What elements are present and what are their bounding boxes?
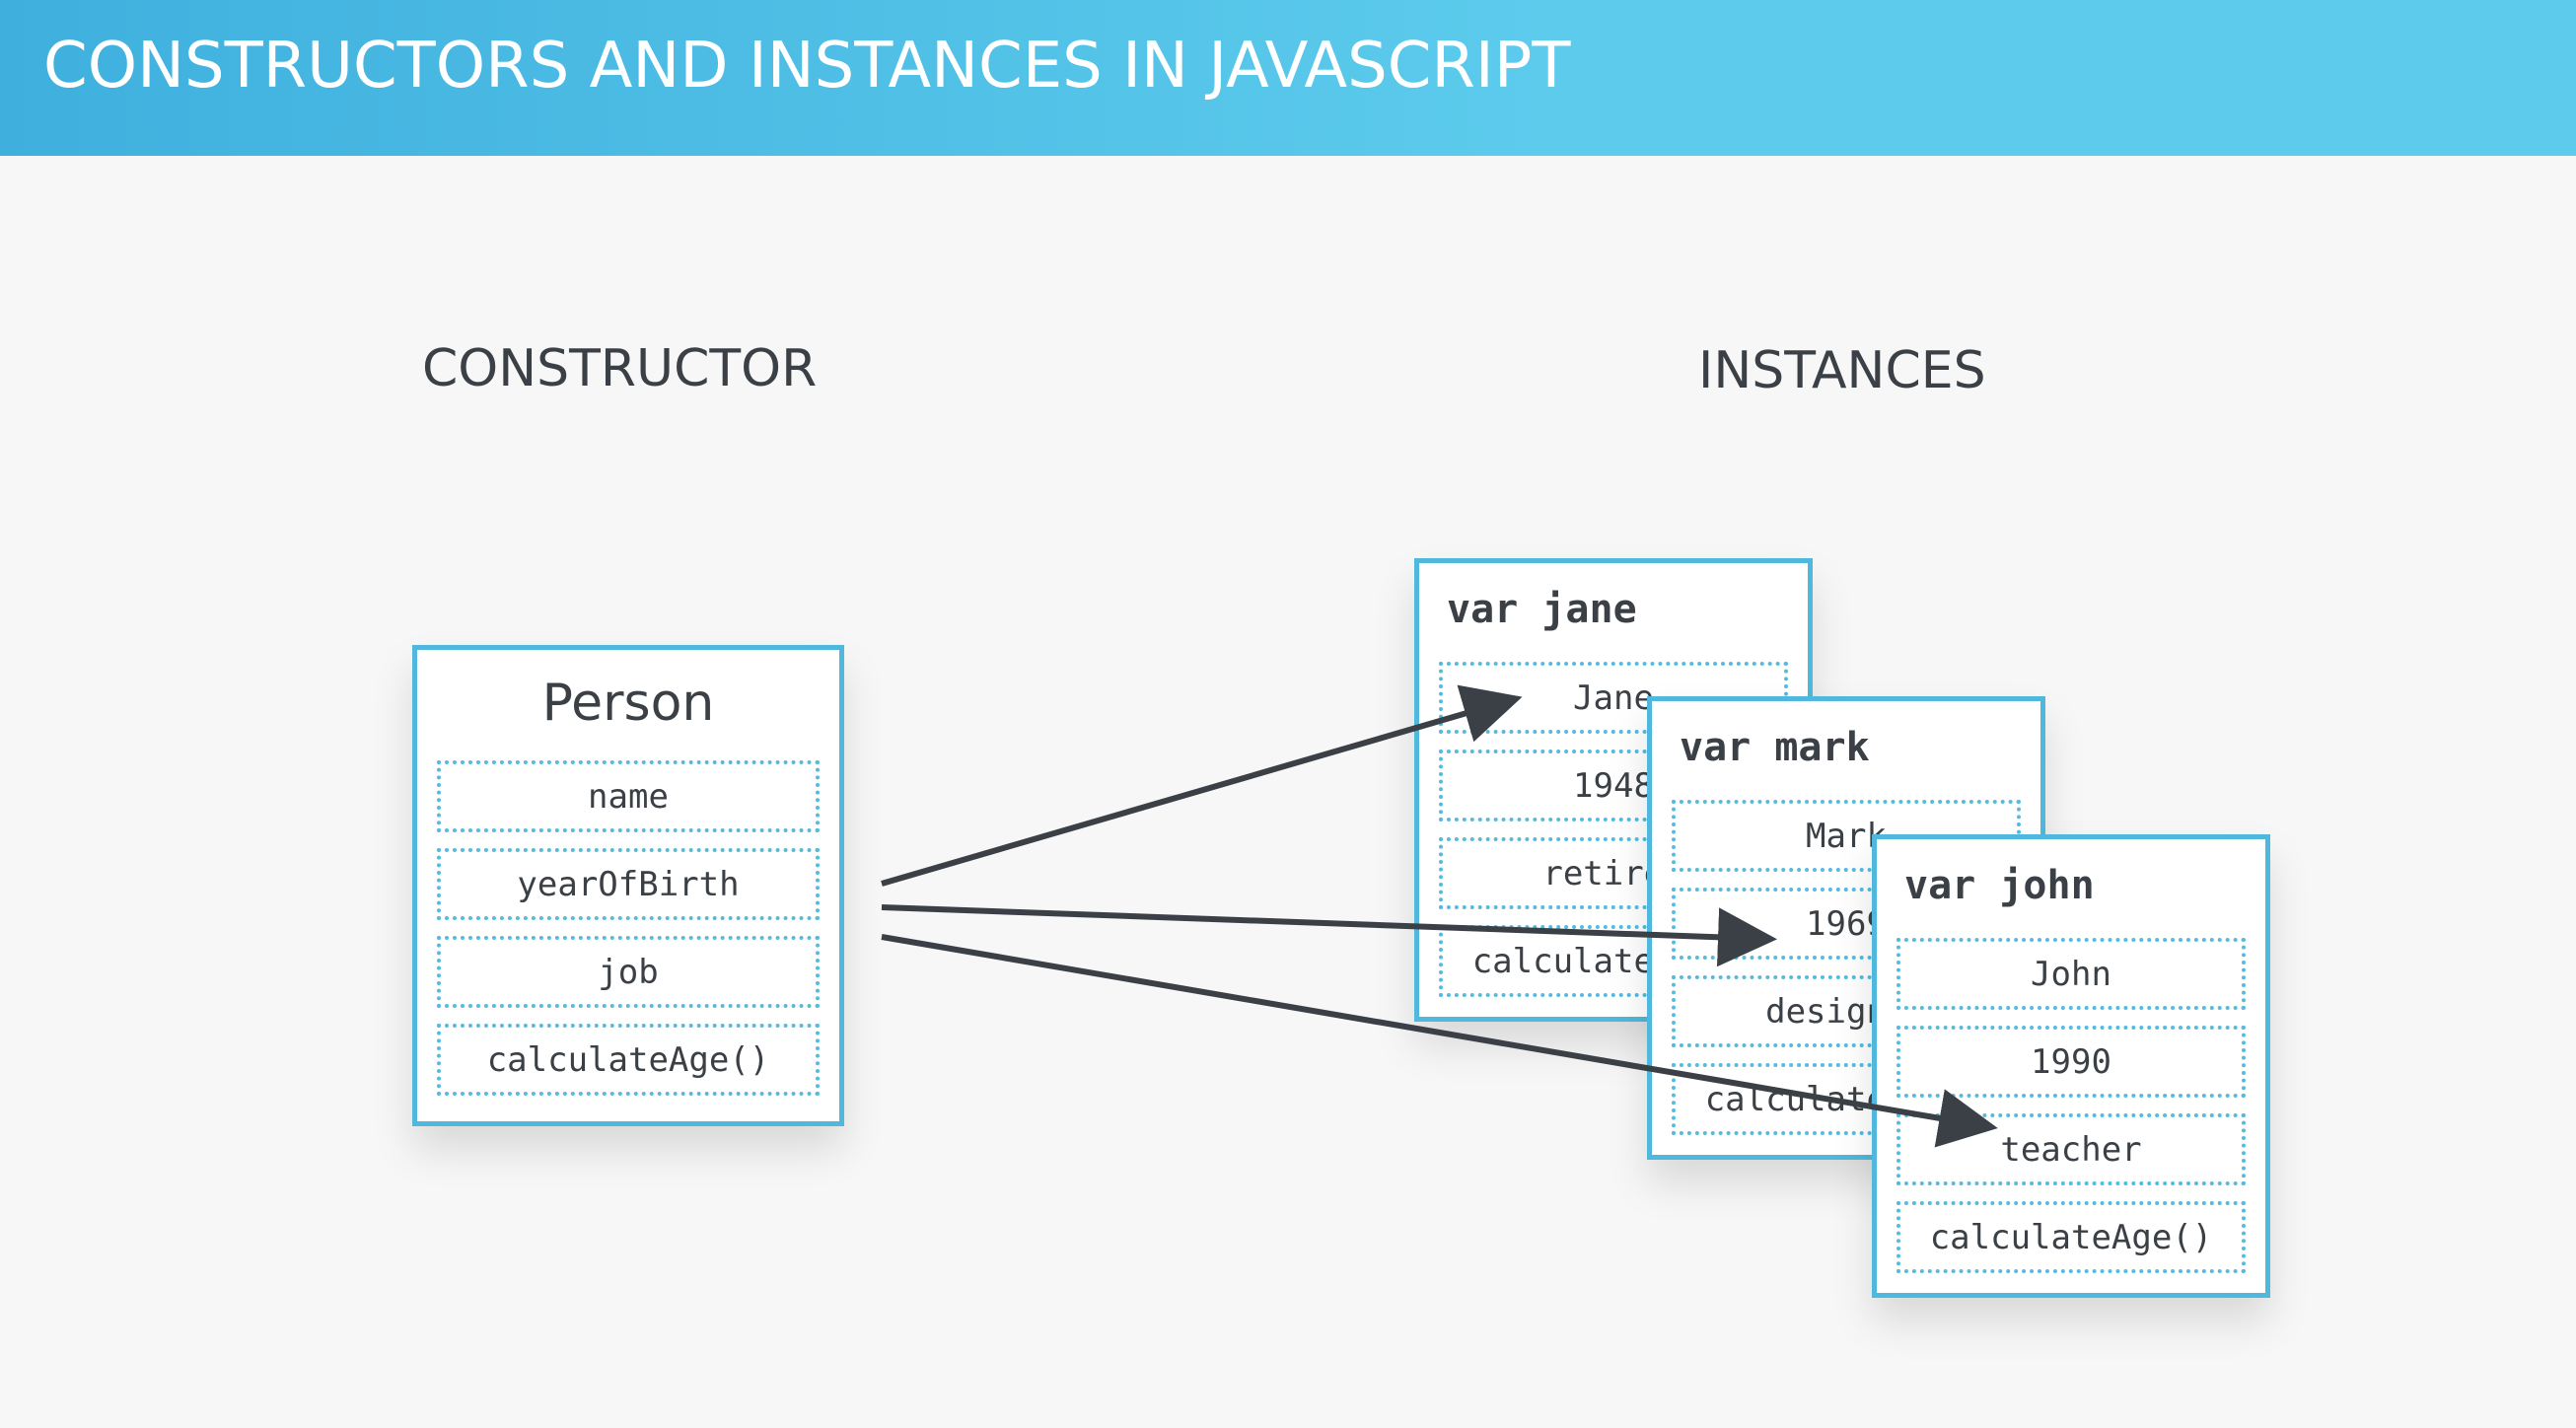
field-year-of-birth: yearOfBirth [437, 848, 820, 920]
instance-title-john: var john [1904, 863, 2095, 908]
constructor-card-person: Person name yearOfBirth job calculateAge… [412, 645, 844, 1126]
instance-card-john: var john John 1990 teacher calculateAge(… [1872, 834, 2270, 1298]
instance-title-jane: var jane [1447, 587, 1637, 632]
john-field-method: calculateAge() [1896, 1201, 2246, 1273]
header-bar: CONSTRUCTORS AND INSTANCES IN JAVASCRIPT [0, 0, 2576, 156]
constructor-heading: CONSTRUCTOR [422, 339, 818, 398]
constructor-fields: name yearOfBirth job calculateAge() [437, 760, 820, 1111]
instance-fields-john: John 1990 teacher calculateAge() [1896, 938, 2246, 1289]
john-field-year: 1990 [1896, 1026, 2246, 1098]
field-calculate-age: calculateAge() [437, 1024, 820, 1096]
instances-heading: INSTANCES [1698, 341, 1986, 400]
instance-title-mark: var mark [1680, 725, 1870, 770]
john-field-name: John [1896, 938, 2246, 1010]
page-title: CONSTRUCTORS AND INSTANCES IN JAVASCRIPT [43, 30, 1571, 103]
field-job: job [437, 936, 820, 1008]
constructor-title: Person [541, 674, 715, 733]
field-name: name [437, 760, 820, 832]
john-field-job: teacher [1896, 1113, 2246, 1185]
